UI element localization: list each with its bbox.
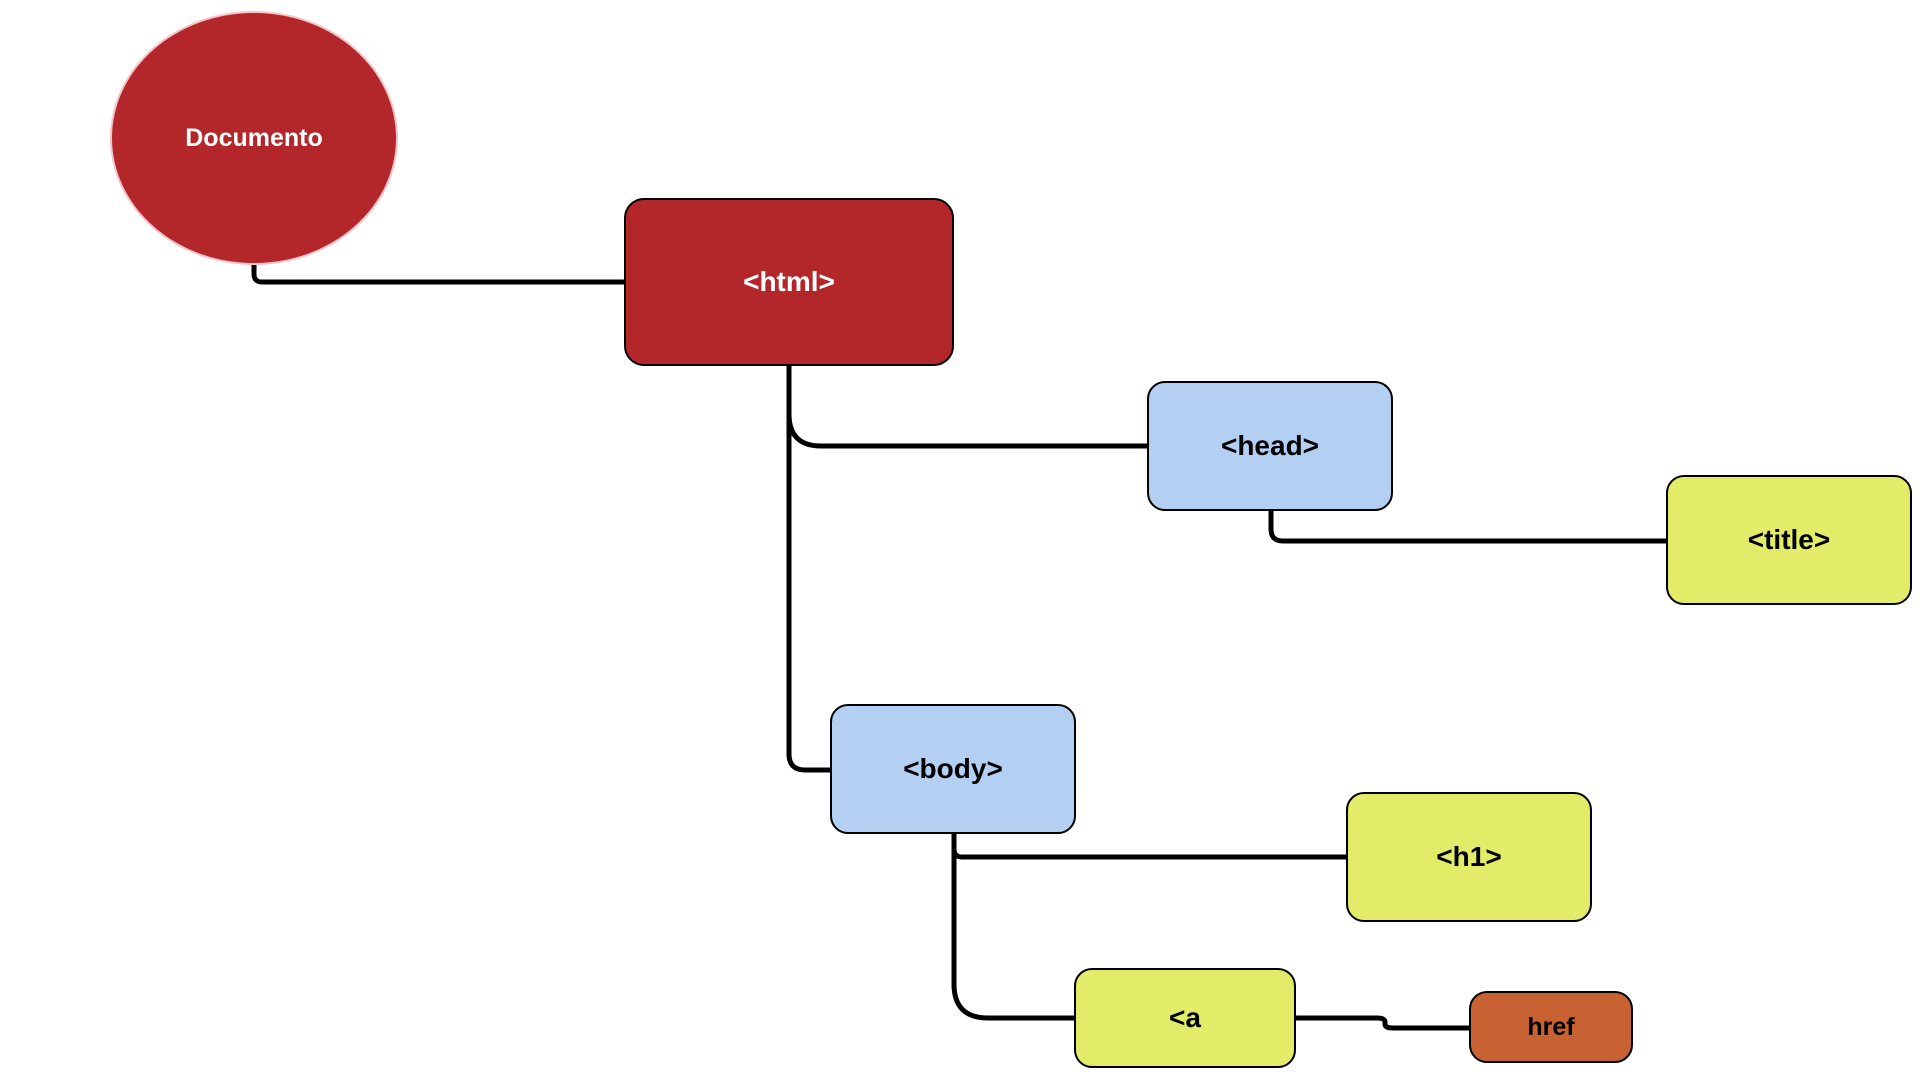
node-body-label: <body>: [903, 753, 1003, 784]
edge-documento-html: [251, 262, 627, 285]
node-a: <a: [1074, 968, 1296, 1068]
node-h1-label: <h1>: [1436, 841, 1502, 872]
edge-body-h1: [951, 831, 1349, 860]
edge-html-body: [786, 363, 833, 773]
node-href-label: href: [1527, 1012, 1575, 1041]
node-title: <title>: [1666, 475, 1912, 605]
edge-a-href: [1293, 1015, 1472, 1031]
node-body: <body>: [830, 704, 1076, 834]
node-href: href: [1469, 991, 1633, 1063]
node-title-label: <title>: [1747, 524, 1831, 555]
node-h1: <h1>: [1346, 792, 1592, 922]
node-a-label: <a: [1169, 1002, 1201, 1033]
node-html-label: <html>: [743, 266, 835, 297]
node-html: <html>: [624, 198, 954, 366]
edge-body-a: [951, 831, 1077, 1021]
node-documento: Documento: [110, 11, 398, 265]
edge-html-head: [786, 363, 1150, 449]
node-head-label: <head>: [1220, 430, 1320, 461]
edge-head-title: [1268, 508, 1669, 544]
node-documento-label: Documento: [185, 123, 323, 152]
node-head: <head>: [1147, 381, 1393, 511]
